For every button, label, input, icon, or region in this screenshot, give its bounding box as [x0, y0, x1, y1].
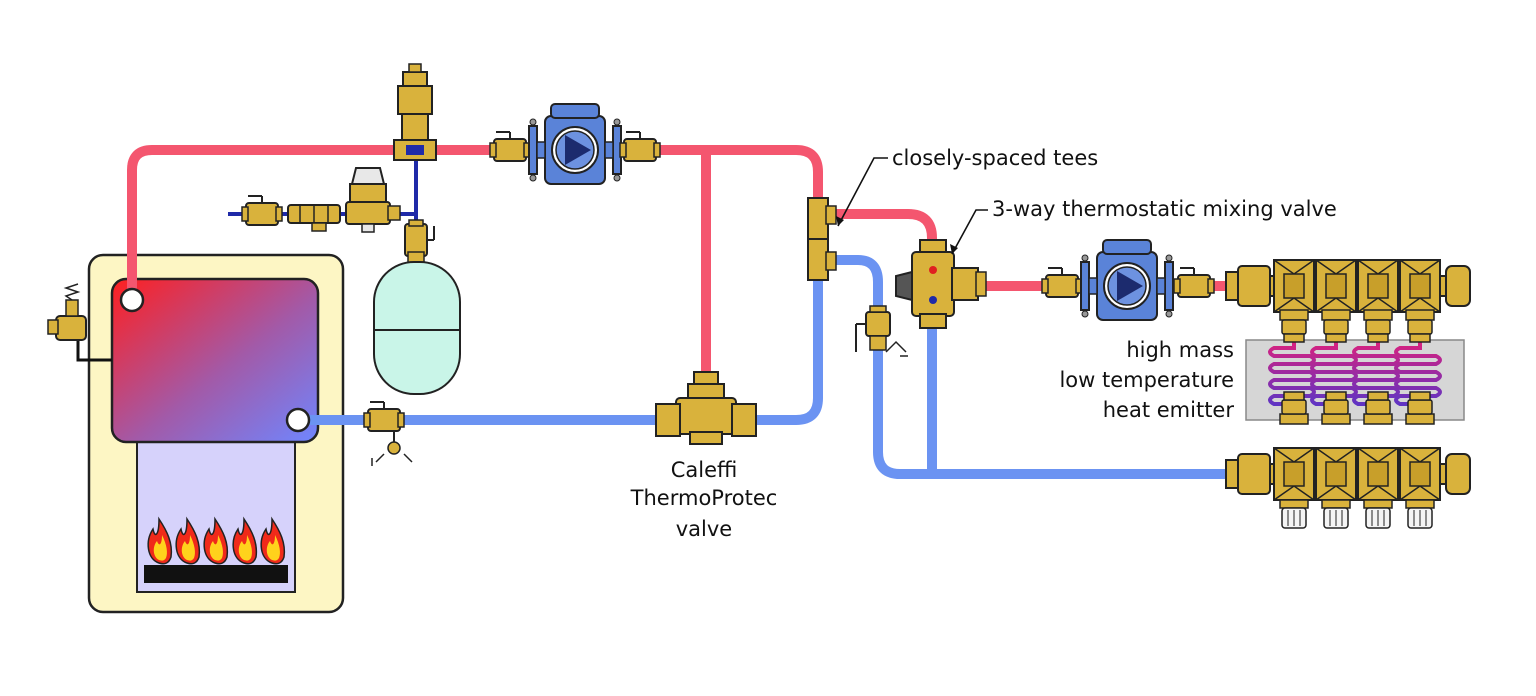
boiler-return-port: [285, 407, 311, 433]
thermoprotec-valve-icon: [655, 371, 757, 445]
fill-ball-valve-icon: [241, 195, 283, 226]
leader-lines: [837, 157, 988, 255]
label-closely-spaced-tees: closely-spaced tees: [892, 146, 1098, 170]
mixing-valve-arrow-icon: [950, 244, 958, 254]
label-thermoprotec-line2: ThermoProtec: [630, 486, 778, 510]
return-manifold-icon: [1225, 391, 1471, 529]
backflow-preventer-icon: [287, 204, 341, 232]
pressure-relief-valve-icon: [47, 283, 112, 362]
cold-return-pipe: [298, 255, 1232, 479]
return-drain-valve-icon: [363, 401, 413, 466]
emitter-tubing: [1268, 338, 1442, 424]
burner-bar: [144, 565, 288, 583]
air-separator-icon: [393, 63, 437, 161]
label-thermoprotec-line1: Caleffi: [671, 458, 738, 482]
expansion-tank-icon: [373, 219, 461, 395]
secondary-circulator-pump-icon: [1041, 239, 1215, 321]
closely-spaced-tees-icon: [807, 197, 837, 281]
supply-manifold-icon: [1225, 259, 1471, 343]
boiler-circulator-pump-icon: [489, 103, 661, 185]
thermostatic-mixing-valve-icon: [895, 239, 987, 329]
boiler: [87, 253, 345, 614]
label-mixing-valve: 3-way thermostatic mixing valve: [992, 197, 1337, 221]
label-emitter-line2: low temperature: [1059, 368, 1234, 392]
pressure-reducing-valve-icon: [345, 167, 401, 233]
label-emitter-line1: high mass: [1126, 338, 1234, 362]
label-thermoprotec-line3: valve: [676, 517, 732, 541]
label-emitter-line3: heat emitter: [1103, 398, 1235, 422]
boiler-supply-port: [119, 287, 145, 313]
tees-arrow-icon: [836, 216, 844, 226]
secondary-drain-valve-icon: [855, 305, 908, 357]
